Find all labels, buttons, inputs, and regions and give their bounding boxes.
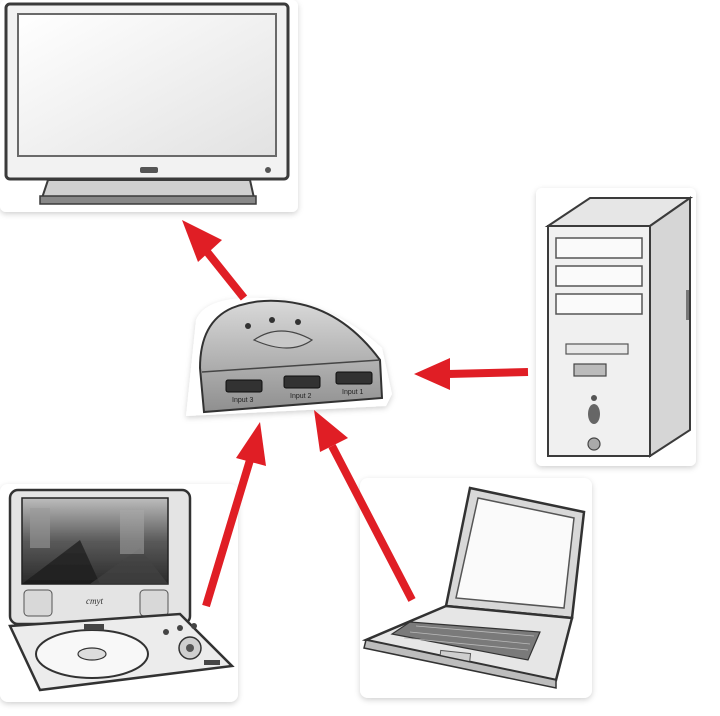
port-label-input-2: Input 2: [290, 393, 312, 400]
arrow-laptop-to-switch: [314, 410, 416, 602]
hdmi-switch-icon: Input 3 Input 2 Input 1: [186, 297, 392, 416]
dvd-brand-label: cmyt: [86, 596, 103, 606]
arrow-dvd-to-switch: [202, 422, 266, 608]
desktop-tower-icon: [536, 188, 696, 466]
portable-dvd-player-icon: cmyt: [0, 484, 238, 702]
laptop-icon: [360, 478, 592, 698]
monitor-icon: [0, 0, 298, 212]
port-label-input-3: Input 3: [232, 397, 254, 404]
arrow-switch-to-monitor: [182, 220, 248, 301]
arrow-tower-to-switch: [414, 358, 529, 390]
port-label-input-1: Input 1: [342, 389, 364, 396]
